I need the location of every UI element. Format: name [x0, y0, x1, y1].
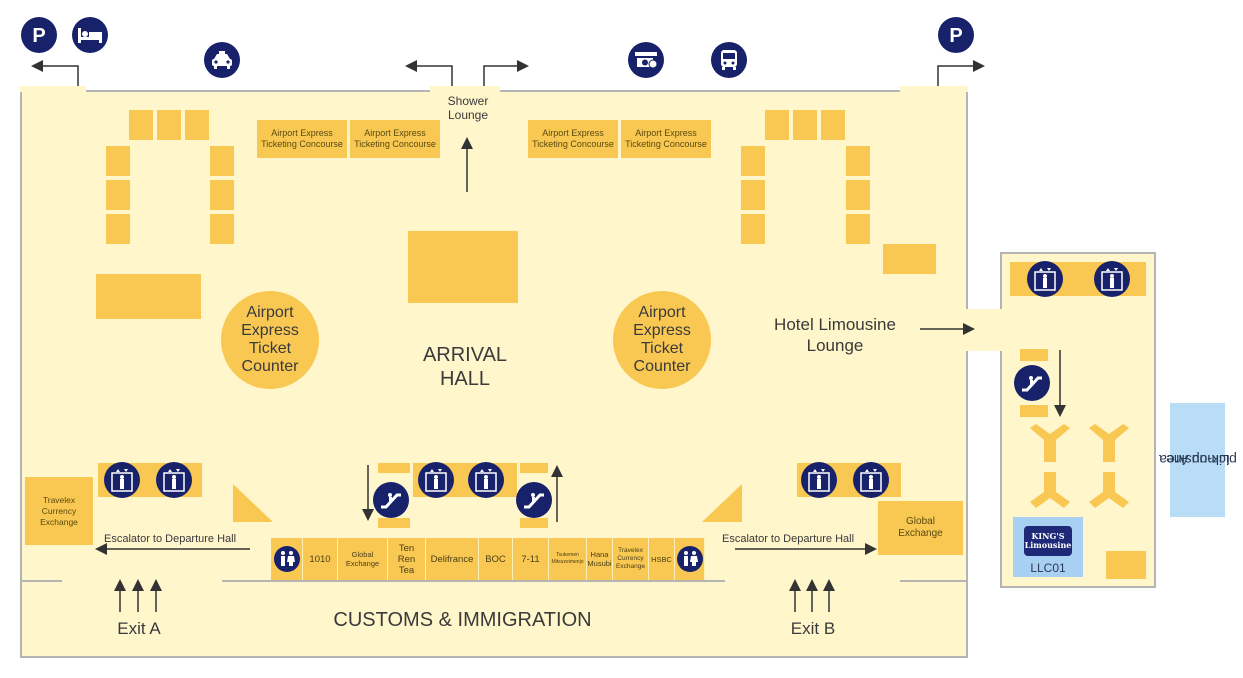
- shop-delifrance[interactable]: Delifrance: [426, 538, 479, 580]
- seat-block: [765, 110, 789, 140]
- shop-boc[interactable]: BOC: [479, 538, 513, 580]
- restroom-icon[interactable]: [273, 546, 300, 572]
- escalator-deck: [378, 463, 410, 473]
- taxi-icon: [204, 42, 240, 78]
- seat-icon: [1089, 424, 1129, 462]
- customs-wall-center: [222, 580, 725, 582]
- seat-block: [793, 110, 817, 140]
- money-exchange-icon: [628, 42, 664, 78]
- parking-icon: P: [21, 17, 57, 53]
- seat-block: [846, 180, 870, 210]
- central-info-block: [408, 231, 518, 303]
- annex-block: [1106, 551, 1146, 579]
- seat-block: [846, 214, 870, 244]
- restroom-icon[interactable]: [676, 546, 703, 572]
- ramp-left: [233, 484, 273, 522]
- top-right-opening: [900, 86, 968, 92]
- info-block: [96, 274, 201, 319]
- exit-b-label[interactable]: Exit B: [790, 619, 836, 638]
- shop-hsbc[interactable]: HSBC: [649, 538, 675, 580]
- seat-block: [106, 180, 130, 210]
- customs-immigration-label: CUSTOMS & IMMIGRATION: [333, 609, 592, 631]
- parking-icon-right: P: [938, 17, 974, 53]
- seat-block: [741, 180, 765, 210]
- seat-block: [129, 110, 153, 140]
- elevator-icon[interactable]: [853, 462, 889, 498]
- top-left-opening: [20, 86, 86, 92]
- escalator-icon[interactable]: [373, 482, 409, 518]
- kings-limousine-code: LLC01: [1030, 561, 1066, 575]
- elevator-icon[interactable]: [156, 462, 192, 498]
- elevator-icon[interactable]: [1027, 261, 1063, 297]
- seat-block: [210, 214, 234, 244]
- seat-block: [821, 110, 845, 140]
- top-center-opening: [430, 86, 500, 92]
- seat-block: [106, 214, 130, 244]
- escalator-deck: [520, 463, 548, 473]
- seat-block: [106, 146, 130, 176]
- seat-block: [741, 214, 765, 244]
- seat-block: [741, 146, 765, 176]
- elevator-icon[interactable]: [418, 462, 454, 498]
- escalator-deck: [1020, 349, 1048, 361]
- ramp-right: [702, 484, 742, 522]
- shop-7-11[interactable]: 7-11: [513, 538, 549, 580]
- escalator-deck: [520, 518, 548, 528]
- escalator-to-departure-left-label: Escalator to Departure Hall: [104, 533, 237, 545]
- shop-1010[interactable]: 1010: [303, 538, 338, 580]
- seat-icon: [1089, 472, 1129, 508]
- exit-a-label[interactable]: Exit A: [117, 619, 161, 638]
- seat-block: [210, 146, 234, 176]
- elevator-icon[interactable]: [801, 462, 837, 498]
- svg-text:P: P: [32, 25, 45, 46]
- elevator-icon[interactable]: [104, 462, 140, 498]
- escalator-icon[interactable]: [1014, 365, 1050, 401]
- escalator-deck: [1020, 405, 1048, 417]
- escalator-to-departure-right-label: Escalator to Departure Hall: [722, 533, 855, 545]
- customs-wall-left: [20, 580, 62, 582]
- info-block: [883, 244, 936, 274]
- bus-icon: [711, 42, 747, 78]
- svg-text:P: P: [949, 25, 962, 46]
- customs-wall-right: [900, 580, 968, 582]
- escalator-icon[interactable]: [516, 482, 552, 518]
- elevator-icon[interactable]: [1094, 261, 1130, 297]
- restroom-shop-right: [675, 538, 705, 580]
- seat-block: [185, 110, 209, 140]
- escalator-deck: [378, 518, 410, 528]
- seat-icon: [1030, 424, 1070, 462]
- seat-block: [157, 110, 181, 140]
- seat-icon: [1030, 472, 1070, 508]
- restroom-shop-left: [271, 538, 303, 580]
- elevator-icon[interactable]: [468, 462, 504, 498]
- hotel-bed-icon: [72, 17, 108, 53]
- seat-block: [210, 180, 234, 210]
- seat-block: [846, 146, 870, 176]
